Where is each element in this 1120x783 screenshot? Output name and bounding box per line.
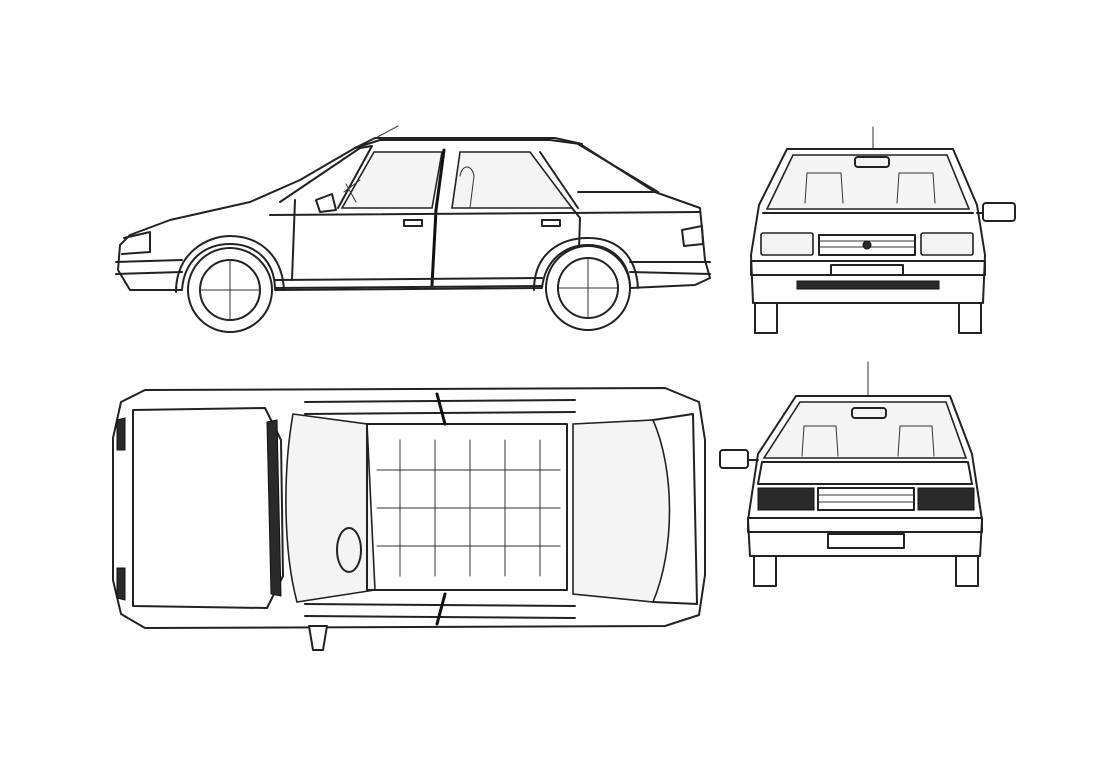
front-headlight-left	[760, 232, 814, 256]
rear-seat-right	[897, 425, 935, 457]
front-badge	[862, 240, 872, 250]
side-rear-arch	[533, 237, 639, 291]
front-grille	[818, 234, 916, 256]
top-cowl	[266, 419, 282, 597]
side-front-door-seam	[291, 199, 296, 281]
front-seat-right	[896, 172, 936, 204]
top-trunk	[652, 413, 698, 605]
side-sill	[274, 277, 543, 289]
side-front-wheel	[187, 247, 273, 333]
front-headlight-right	[920, 232, 974, 256]
side-headlight	[121, 231, 151, 255]
rear-side-mirror	[719, 449, 749, 469]
top-cabin-seat-grid	[376, 439, 561, 577]
side-taillight	[681, 225, 704, 247]
top-windshield	[285, 413, 376, 603]
rear-taillight-left	[757, 487, 815, 511]
side-roof-line	[354, 137, 583, 149]
car-rear-view-icon	[719, 361, 983, 587]
side-windshield	[279, 145, 373, 209]
top-cabin	[366, 423, 568, 591]
side-front-arch	[175, 235, 285, 293]
rear-window	[762, 401, 968, 459]
side-b-pillar	[430, 148, 446, 287]
rear-tyre-right	[955, 555, 979, 587]
top-b-pillar-lower	[435, 592, 447, 626]
front-lower-grille	[796, 280, 940, 290]
front-side-mirror	[982, 202, 1016, 222]
car-front-view-icon	[750, 126, 1016, 334]
side-rear-wheel	[545, 245, 631, 331]
side-steering-wheel	[343, 179, 361, 203]
rear-bumper	[747, 517, 983, 533]
side-mirror	[315, 193, 337, 213]
car-top-view-icon	[112, 387, 706, 651]
top-steering-wheel	[336, 527, 362, 573]
side-front-bumper	[115, 259, 183, 275]
side-rear-door-handle	[541, 219, 561, 227]
top-hood	[132, 407, 284, 609]
side-front-seat	[459, 166, 475, 209]
rear-inside-mirror	[851, 407, 887, 419]
rear-seat-left	[801, 425, 839, 457]
top-rear-window	[572, 419, 671, 603]
top-headlight-right	[116, 567, 126, 601]
side-antenna	[371, 125, 399, 141]
side-body-outline	[117, 139, 711, 291]
side-c-pillar	[539, 143, 659, 209]
top-headlight-left	[116, 417, 126, 451]
top-side-mirror	[308, 625, 328, 651]
rear-center-panel	[817, 487, 915, 511]
front-rear-view-mirror	[854, 156, 890, 168]
front-windshield	[765, 154, 971, 210]
side-rear-window	[451, 151, 574, 209]
rear-trunk-lid	[757, 461, 973, 485]
side-front-window	[340, 151, 443, 209]
side-front-door-handle	[403, 219, 423, 227]
front-tyre-left	[754, 302, 778, 334]
side-rear-bumper	[629, 261, 711, 275]
rear-tyre-left	[753, 555, 777, 587]
side-belt-line	[269, 211, 701, 216]
car-side-view-icon	[115, 125, 711, 333]
rear-license-plate	[827, 533, 905, 549]
top-b-pillar-upper	[435, 392, 447, 426]
front-tyre-right	[958, 302, 982, 334]
front-seat-left	[804, 172, 844, 204]
rear-taillight-right	[917, 487, 975, 511]
front-license-plate	[830, 264, 904, 276]
